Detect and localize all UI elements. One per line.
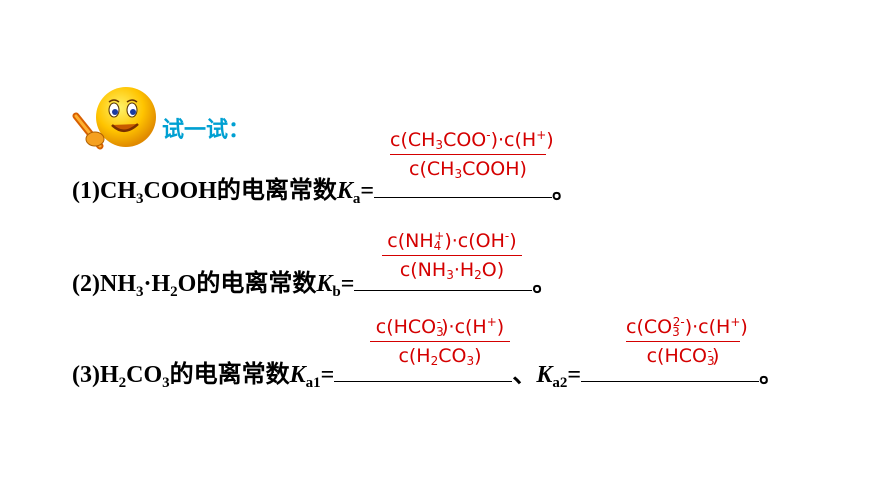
answer-fraction-kb: c(NH4+)·c(OH-) c(NH3·H2O) (382, 229, 522, 282)
answer-denominator: c(CH3COOH) (409, 158, 527, 181)
fraction-bar (626, 341, 740, 342)
answer-denominator: c(HCO3-) (646, 344, 720, 368)
page-title: 试一试： (162, 118, 251, 143)
answer-fraction-ka: c(CH3COO-)·c(H+) c(CH3COOH) (390, 128, 554, 181)
answer-blank (581, 359, 760, 382)
answer-fraction-ka2: c(CO32-)·c(H+) c(HCO3-) (626, 315, 748, 368)
answer-blank (354, 268, 533, 291)
answer-numerator: c(HCO3-)·c(H+) (375, 315, 505, 339)
answer-fraction-ka1: c(HCO3-)·c(H+) c(H2CO3) (370, 315, 510, 368)
answer-blank (334, 359, 513, 382)
answer-numerator: c(NH4+)·c(OH-) (387, 229, 517, 253)
question-2: (2)NH3·H2O的电离常数Kb=。 (72, 268, 556, 300)
answer-denominator: c(H2CO3) (398, 345, 482, 368)
fraction-bar (382, 255, 522, 256)
fraction-bar (390, 154, 546, 155)
answer-numerator: c(CO32-)·c(H+) (626, 315, 748, 339)
question-1: (1)CH3COOH的电离常数Ka=。 (72, 175, 576, 207)
fraction-bar (370, 341, 510, 342)
answer-numerator: c(CH3COO-)·c(H+) (390, 128, 554, 152)
question-3: (3)H2CO3的电离常数Ka1=、Ka2=。 (72, 359, 783, 391)
answer-denominator: c(NH3·H2O) (399, 259, 505, 282)
smiley-pencil-icon (70, 84, 160, 156)
answer-blank (374, 175, 553, 198)
